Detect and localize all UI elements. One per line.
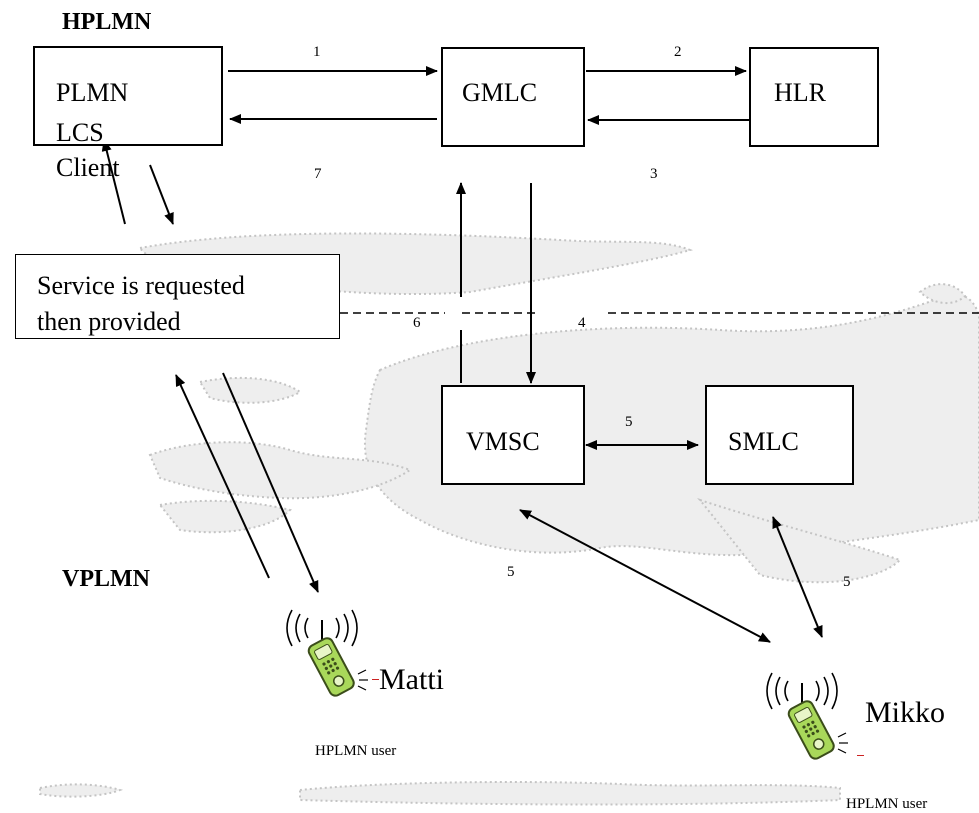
step-7-label: 7 [314, 166, 322, 182]
client-label-line2: LCS [56, 118, 104, 147]
client-label-line1: PLMN [56, 78, 129, 107]
step-6-label: 6 [413, 315, 421, 331]
arrow-smlc-mikko [772, 516, 823, 638]
smlc-label: SMLC [728, 427, 799, 456]
cell-phone-icon [766, 672, 848, 760]
step-5-vmsc-mikko-label: 5 [507, 564, 515, 580]
arrow-matti-to-service [175, 374, 270, 579]
step-5-vmsc-smlc-label: 5 [625, 414, 633, 430]
service-label-line2: then provided [37, 307, 181, 336]
smlc-box [705, 385, 854, 485]
service-label-line1: Service is requested [37, 271, 245, 300]
hlr-box [749, 47, 879, 147]
gmlc-box [441, 47, 585, 147]
user-caption-matti: HPLMN user [315, 743, 397, 759]
cell-phone-icon [286, 609, 368, 697]
dash-accent [857, 755, 864, 756]
hlr-label: HLR [774, 78, 826, 107]
arrow-up-to-client [101, 139, 126, 225]
user-name-mikko: Mikko [865, 696, 946, 729]
step-4-label: 4 [578, 315, 586, 331]
dash-accent [372, 679, 379, 680]
vmsc-box [441, 385, 585, 485]
client-box [33, 46, 223, 146]
region-home-label: HPLMN [62, 9, 152, 35]
gmlc-label: GMLC [462, 78, 538, 107]
service-box [15, 254, 340, 339]
user-caption-mikko: HPLMN user [846, 796, 928, 812]
region-visited-label: VPLMN [62, 566, 150, 592]
vmsc-label: VMSC [466, 427, 540, 456]
step-5-smlc-mikko-label: 5 [843, 574, 851, 590]
arrow-service-to-matti [222, 372, 319, 593]
user-name-matti: Matti [379, 663, 444, 696]
step-1-label: 1 [313, 44, 321, 60]
step-2-label: 2 [674, 44, 682, 60]
client-label-line3: Client [56, 153, 120, 182]
arrow-vmsc-mikko [519, 509, 771, 643]
arrow-down-to-service [149, 164, 174, 225]
step-3-label: 3 [650, 166, 658, 182]
